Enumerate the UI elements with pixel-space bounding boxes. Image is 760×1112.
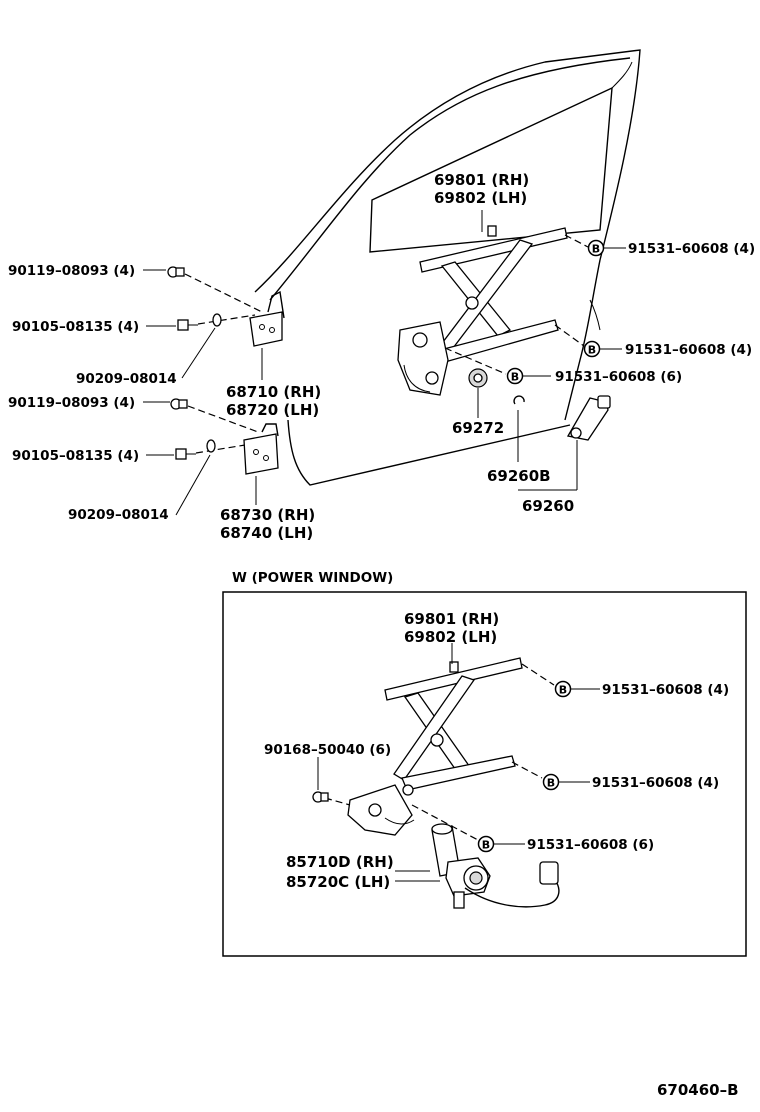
label-69272: 69272 [452,419,504,437]
label-91531-upper: 91531–60608 (4) [628,241,755,257]
svg-text:B: B [547,777,555,790]
bolt-icon [175,448,196,460]
label-68730: 68730 (RH) [220,506,315,524]
lower-hinge-group [143,398,279,516]
label-90105-upper: 90105–08135 (4) [12,319,139,335]
label-pw-69801: 69801 (RH) [404,610,499,628]
washer-icon [212,313,222,327]
label-91531-mid: 91531–60608 (4) [625,342,752,358]
label-90119-upper: 90119–08093 (4) [8,263,135,279]
label-69260b: 69260B [487,467,551,485]
bolt-marker-pw-lower: B [477,835,495,853]
motor-icon [431,823,560,909]
washer-icon [468,368,488,388]
label-90119-lower: 90119–08093 (4) [8,395,135,411]
bolt-marker-lower: B [506,367,524,385]
power-window-title: W (POWER WINDOW) [232,570,393,586]
bolt-icon [177,319,198,331]
svg-text:B: B [559,684,567,697]
svg-text:B: B [482,839,490,852]
label-pw-85710d: 85710D (RH) [286,853,394,871]
handle-icon [566,395,611,441]
label-69801: 69801 (RH) [434,171,529,189]
bolt-icon [167,266,185,278]
svg-text:B: B [588,344,596,357]
label-pw-91531-lower: 91531–60608 (6) [527,837,654,853]
svg-text:B: B [592,243,600,256]
label-68710: 68710 (RH) [226,383,321,401]
label-pw-69802: 69802 (LH) [404,628,497,646]
snap-ring-icon [513,395,525,405]
label-90105-lower: 90105–08135 (4) [12,448,139,464]
svg-text:B: B [511,371,519,384]
bolt-icon [312,791,329,803]
regulator-icon [347,657,523,836]
label-69260: 69260 [522,497,574,515]
label-pw-90168: 90168–50040 (6) [264,742,391,758]
upper-hinge-group [143,266,285,380]
power-window-box [222,591,747,957]
label-69802: 69802 (LH) [434,189,527,207]
hinge-icon [243,423,279,475]
regulator-icon [397,225,568,396]
label-90209-lower: 90209–08014 [68,507,169,523]
hinge-icon [249,290,285,347]
bolt-marker-upper: B [587,239,605,257]
label-91531-lower: 91531–60608 (6) [555,369,682,385]
label-90209-upper: 90209–08014 [76,371,177,387]
bolt-icon [170,398,188,410]
bolt-marker-mid: B [583,340,601,358]
label-68740: 68740 (LH) [220,524,313,542]
door-outline [254,49,641,486]
washer-icon [206,439,216,453]
bolt-marker-pw-upper: B [554,680,572,698]
label-pw-91531-mid: 91531–60608 (4) [592,775,719,791]
label-68720: 68720 (LH) [226,401,319,419]
label-pw-85720c: 85720C (LH) [286,873,390,891]
diagram-reference-code: 670460–B [657,1081,739,1099]
label-pw-91531-upper: 91531–60608 (4) [602,682,729,698]
bolt-marker-pw-mid: B [542,773,560,791]
